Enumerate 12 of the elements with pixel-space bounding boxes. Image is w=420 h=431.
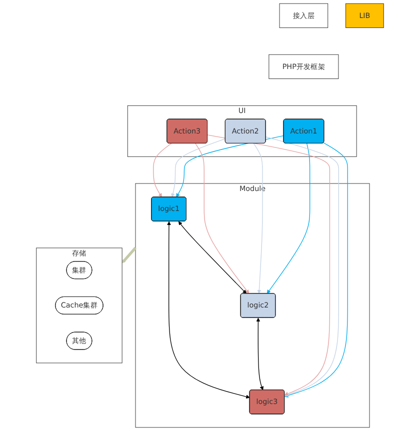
arrow — [153, 143, 172, 198]
arrow — [207, 134, 330, 396]
arrow — [122, 246, 136, 264]
arrow — [171, 138, 226, 198]
arrow — [253, 143, 263, 294]
arrow — [178, 221, 247, 294]
arrow — [195, 143, 250, 294]
arrow — [265, 136, 339, 397]
arrow — [167, 221, 250, 399]
arrow — [256, 318, 264, 390]
arrow — [284, 142, 348, 398]
arrow — [266, 143, 310, 294]
